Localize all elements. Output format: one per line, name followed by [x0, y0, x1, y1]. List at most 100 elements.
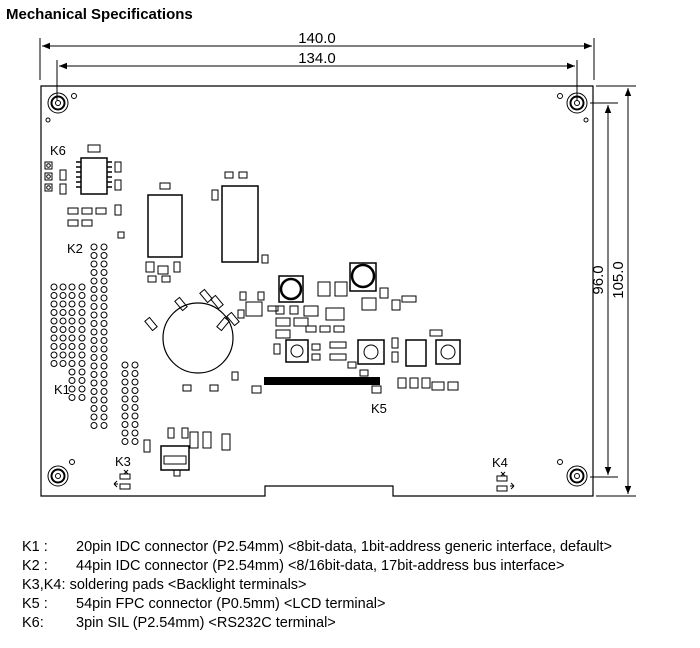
connector-pin — [68, 326, 76, 333]
connector-pin — [90, 269, 98, 276]
connector-pin — [121, 370, 129, 377]
k1-connector — [50, 283, 67, 367]
connector-pin — [68, 351, 76, 359]
connector-pin — [50, 309, 58, 316]
connector-pin — [100, 371, 108, 378]
label-k4: K4 — [492, 455, 508, 470]
connector-pin — [78, 326, 86, 333]
connector-pin — [100, 303, 108, 310]
connector-pin — [100, 345, 108, 353]
connector-pin — [100, 379, 108, 387]
connector-pin — [59, 292, 67, 299]
connector-pin — [131, 429, 139, 437]
dimension-lines — [39, 38, 636, 497]
connector-pin — [90, 277, 98, 285]
connector-pin — [59, 300, 67, 308]
connector-pin — [131, 387, 139, 394]
connector-pin — [78, 309, 86, 316]
connector-pin — [100, 388, 108, 395]
connector-pin — [100, 354, 108, 361]
connector-pin — [100, 396, 108, 404]
connector-pin — [78, 334, 86, 342]
connector-pin — [78, 283, 86, 291]
legend-row: K3,K4: soldering pads <Backlight termina… — [22, 576, 612, 595]
center-components — [144, 288, 279, 392]
connector-pin — [100, 362, 108, 370]
label-k5: K5 — [371, 401, 387, 416]
inductors — [278, 262, 377, 303]
connector-pin — [90, 388, 98, 395]
connector-pin — [78, 385, 86, 393]
label-k2: K2 — [67, 241, 83, 256]
legend-row: K6:3pin SIL (P2.54mm) <RS232C terminal> — [22, 614, 612, 633]
lower-components — [143, 427, 231, 477]
legend-key: K2 : — [22, 558, 48, 574]
connector-pin — [90, 328, 98, 336]
connector-pin — [131, 378, 139, 386]
label-k3: K3 — [115, 454, 131, 469]
connector-pin — [100, 260, 108, 268]
connector-pin — [50, 283, 58, 291]
connector-pin — [50, 300, 58, 308]
connector-pin — [121, 387, 129, 394]
connector-pin — [90, 286, 98, 293]
connector-pin — [90, 371, 98, 378]
connector-pin — [68, 300, 76, 308]
connector-pin — [90, 379, 98, 387]
k4-pads — [496, 471, 515, 492]
legend-text: 3pin SIL (P2.54mm) <RS232C terminal> — [76, 615, 336, 631]
connector-pin — [131, 421, 139, 428]
connector-pin — [59, 334, 67, 342]
connector-pin — [78, 343, 86, 350]
connector-pin — [90, 422, 98, 429]
ic-small-top-left — [67, 144, 125, 239]
connector-pin — [50, 360, 58, 367]
k3-pads — [113, 469, 131, 490]
connector-pin — [50, 351, 58, 359]
connector-pin — [90, 303, 98, 310]
connector-pin — [131, 395, 139, 403]
legend-key: K5 : — [22, 596, 48, 612]
connector-pin — [59, 351, 67, 359]
connector-pin — [50, 317, 58, 325]
connector-pin — [68, 360, 76, 367]
connector-pin — [121, 429, 129, 437]
legend-row: K1 :20pin IDC connector (P2.54mm) <8bit-… — [22, 538, 612, 557]
connector-pin — [90, 260, 98, 268]
page-title: Mechanical Specifications — [6, 6, 193, 23]
legend-text: soldering pads <Backlight terminals> — [69, 577, 307, 593]
connector-pin — [121, 395, 129, 403]
connector-pin — [121, 438, 129, 445]
connector-pin — [78, 292, 86, 299]
connector-pin — [68, 377, 76, 384]
connector-pin — [131, 438, 139, 445]
connector-pin — [90, 396, 98, 404]
dim-inner-height: 96.0 — [590, 265, 607, 294]
connector-pin — [90, 413, 98, 421]
connector-pin — [131, 404, 139, 411]
board-outline — [40, 85, 594, 497]
connector-pin — [68, 343, 76, 350]
legend-row: K5 :54pin FPC connector (P0.5mm) <LCD te… — [22, 595, 612, 614]
connector-pin — [68, 317, 76, 325]
connector-pin — [59, 317, 67, 325]
connector-pin — [50, 292, 58, 299]
k5-fpc-connector — [251, 377, 382, 394]
connector-pin — [100, 405, 108, 412]
connector-pin — [59, 343, 67, 350]
connector-pin — [68, 368, 76, 376]
pad-column — [68, 283, 139, 445]
connector-pin — [100, 252, 108, 259]
connector-pin — [100, 422, 108, 429]
connector-pin — [100, 337, 108, 344]
connector-pin — [100, 277, 108, 285]
connector-pin — [131, 370, 139, 377]
connector-pin — [100, 294, 108, 302]
connector-pin — [90, 243, 98, 251]
connector-pin — [68, 292, 76, 299]
legend-text: 44pin IDC connector (P2.54mm) <8/16bit-d… — [76, 558, 565, 574]
connector-pin — [121, 361, 129, 369]
connector-pin — [131, 361, 139, 369]
connector-pin — [50, 343, 58, 350]
connector-pin — [100, 328, 108, 336]
